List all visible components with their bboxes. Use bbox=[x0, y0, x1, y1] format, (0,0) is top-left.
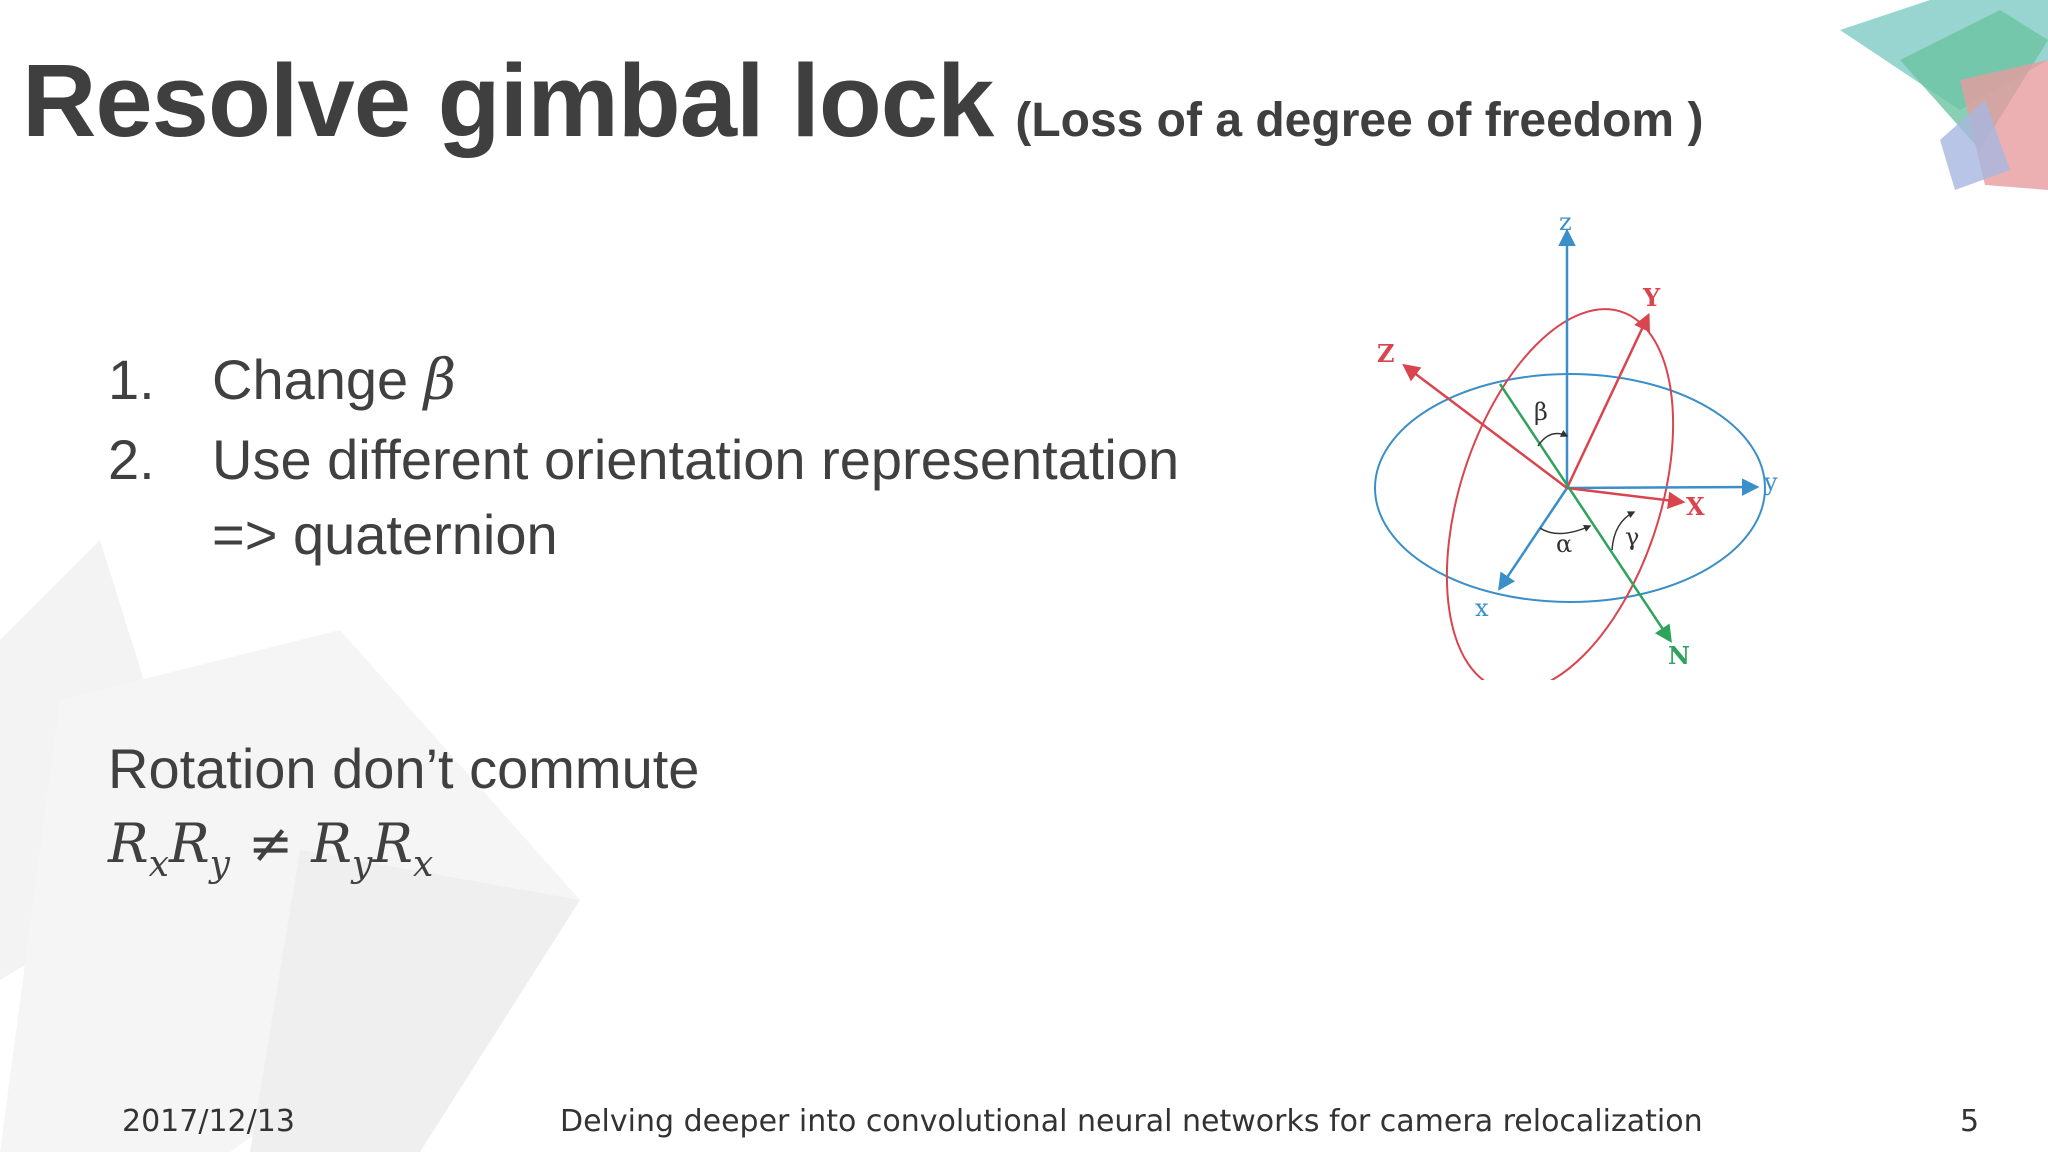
Z-axis bbox=[1402, 363, 1568, 489]
formula-term: R bbox=[311, 812, 352, 875]
label-gamma: γ bbox=[1625, 523, 1639, 551]
footer-page-number: 5 bbox=[1960, 1104, 1980, 1139]
x-axis bbox=[1498, 487, 1569, 591]
rotation-formula: RxRy≠RyRx bbox=[108, 812, 433, 885]
not-equal-symbol: ≠ bbox=[248, 812, 294, 875]
node-line bbox=[1498, 383, 1672, 643]
label-x: x bbox=[1475, 594, 1489, 622]
label-beta: β bbox=[1534, 398, 1548, 426]
label-Z: Z bbox=[1377, 339, 1395, 368]
title-main: Resolve gimbal lock bbox=[22, 43, 994, 158]
formula-term: R bbox=[168, 812, 210, 875]
label-y: y bbox=[1763, 468, 1778, 496]
formula-subscript: x bbox=[148, 844, 169, 885]
label-X: X bbox=[1686, 492, 1705, 521]
list-number: 2. bbox=[108, 428, 155, 491]
alpha-arc bbox=[1539, 524, 1592, 535]
Y-axis bbox=[1565, 312, 1650, 489]
gamma-arc bbox=[1611, 511, 1636, 551]
list-number: 1. bbox=[108, 348, 155, 411]
formula-term: R bbox=[372, 812, 413, 875]
XY-plane-ellipse bbox=[1445, 308, 1675, 680]
beta-arc bbox=[1537, 430, 1569, 447]
X-axis bbox=[1566, 486, 1686, 509]
label-Y: Y bbox=[1642, 283, 1661, 312]
xy-plane-ellipse bbox=[1374, 373, 1766, 603]
euler-angles-diagram: z Y Z β y X α γ x N bbox=[1374, 208, 1778, 680]
slide-title: Resolve gimbal lock (Loss of a degree of … bbox=[22, 42, 1703, 160]
footer-date: 2017/12/13 bbox=[122, 1104, 295, 1139]
y-axis bbox=[1566, 478, 1760, 496]
footer-title: Delving deeper into convolutional neural… bbox=[560, 1104, 1703, 1139]
label-alpha: α bbox=[1556, 530, 1572, 558]
formula-subscript: y bbox=[351, 844, 373, 885]
label-z: z bbox=[1559, 208, 1572, 236]
list-text: Use different orientation representation bbox=[212, 428, 1180, 491]
formula-subscript: x bbox=[412, 844, 434, 885]
commute-heading: Rotation don’t commute bbox=[108, 737, 700, 800]
formula-term: R bbox=[108, 812, 149, 875]
list-text: Change β bbox=[212, 340, 456, 421]
formula-subscript: y bbox=[209, 844, 230, 885]
list-text-continuation: => quaternion bbox=[212, 503, 558, 566]
beta-symbol: β bbox=[423, 348, 457, 413]
list-text-plain: Change bbox=[212, 348, 424, 411]
title-subtitle: (Loss of a degree of freedom ) bbox=[1015, 94, 1704, 147]
label-N: N bbox=[1668, 641, 1690, 670]
